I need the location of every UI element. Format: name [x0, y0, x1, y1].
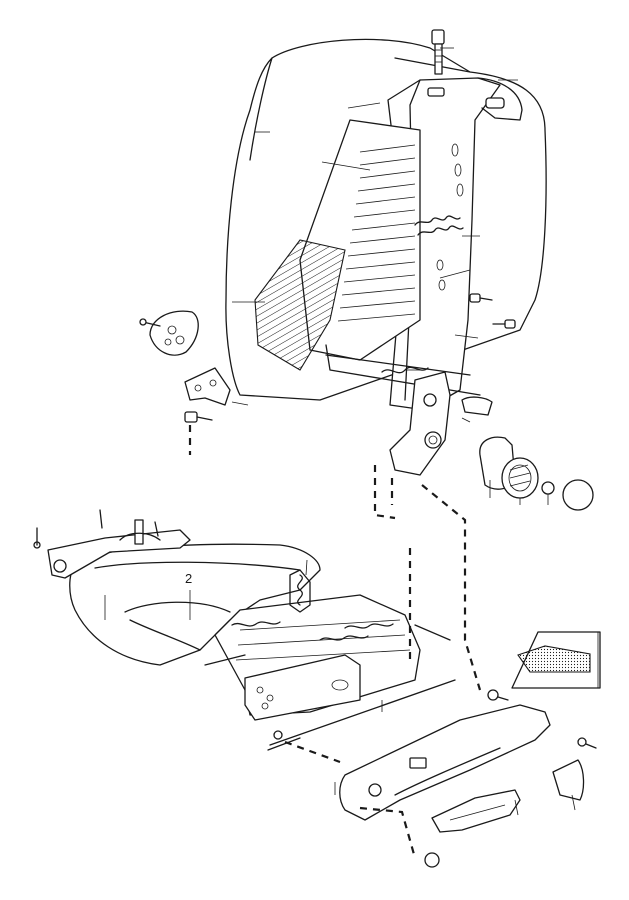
assembly-lines: [188, 425, 482, 859]
screws-backrest: [139, 293, 516, 423]
seat-cushion-callout: 2: [185, 571, 192, 586]
recliner-knob-assembly: [461, 396, 594, 511]
trim-end-cap: [552, 759, 585, 801]
trim-screws: [273, 689, 597, 868]
seat-cushion: [69, 543, 321, 666]
side-cover-cap: [149, 310, 199, 356]
seat-frame: [214, 559, 421, 721]
backrest-bracket-left: [184, 367, 231, 406]
seat-rail-rods: [204, 624, 456, 751]
leader-lines: [104, 47, 599, 816]
lumbar-pad: [254, 239, 346, 371]
front-bracket-left: [33, 509, 191, 579]
headrest-guide: [427, 29, 445, 97]
cover-insert: [511, 631, 601, 689]
armrest-pocket: [431, 789, 521, 833]
side-trim-panel: [339, 704, 551, 821]
recliner-hinge: [389, 371, 451, 476]
